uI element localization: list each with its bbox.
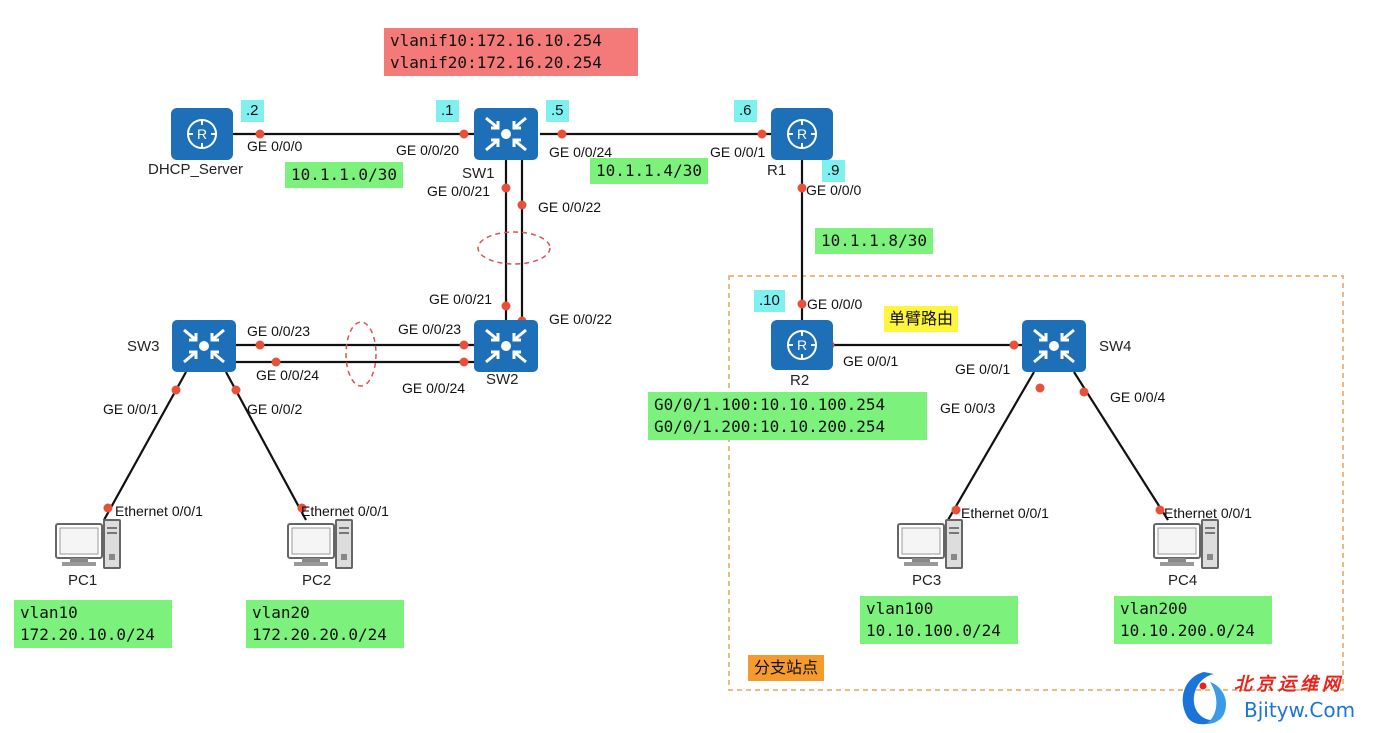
port-label: GE 0/0/3 — [940, 400, 996, 416]
host-octet-tag: .9 — [822, 160, 845, 182]
device-name-sw4: SW4 — [1099, 338, 1132, 355]
port-label: GE 0/0/2 — [247, 401, 303, 417]
router-icon[interactable]: R — [771, 320, 833, 370]
vlan-subnet: 172.20.10.0/24 — [20, 625, 155, 644]
device-name-sw3: SW3 — [127, 338, 160, 355]
port-label: GE 0/0/23 — [247, 323, 311, 339]
router-icon[interactable]: R — [171, 108, 233, 160]
port-label: GE 0/0/24 — [549, 144, 613, 160]
port-label: Ethernet 0/0/1 — [961, 505, 1049, 521]
subif-line: G0/0/1.100:10.10.100.254 — [654, 395, 886, 414]
link-sw4-pc4 — [1073, 371, 1169, 521]
pc-icon[interactable] — [897, 519, 963, 569]
vlan-name: vlan200 — [1120, 599, 1188, 618]
port-label: Ethernet 0/0/1 — [301, 503, 389, 519]
vlan-subnet: 172.20.20.0/24 — [252, 625, 387, 644]
eth-trunk-marker-sw3-sw2 — [345, 321, 377, 387]
host-octet-tag: .2 — [241, 100, 264, 122]
subif-tag: G0/0/1.100:10.10.100.254 G0/0/1.200:10.1… — [648, 392, 927, 440]
device-name-r2: R2 — [790, 372, 810, 389]
port-label: GE 0/0/1 — [710, 144, 766, 160]
subnet-tag: 10.1.1.4/30 — [590, 158, 708, 184]
eth-trunk-marker-sw1-sw2 — [477, 231, 551, 265]
watermark-logo: 北京运维网 Bjityw.Com — [1174, 668, 1374, 728]
one-arm-routing-tag: 单臂路由 — [884, 306, 959, 332]
logo-icon — [1182, 672, 1227, 725]
links — [103, 132, 1169, 521]
port-label: GE 0/0/24 — [256, 367, 320, 383]
watermark-cn: 北京运维网 — [1234, 674, 1344, 695]
pc-icon[interactable] — [287, 519, 353, 569]
vlanif-line: vlanif10:172.16.10.254 — [390, 31, 602, 50]
pc-icon[interactable] — [1153, 519, 1219, 569]
pc-net-tag: vlan100 10.10.100.0/24 — [860, 596, 1018, 644]
host-octet-tag: .5 — [546, 100, 569, 122]
pc-net-tag: vlan10 172.20.10.0/24 — [14, 600, 172, 648]
port-label: GE 0/0/0 — [807, 296, 863, 312]
vlan-subnet: 10.10.200.0/24 — [1120, 621, 1255, 640]
link-sw4-pc3 — [947, 371, 1035, 521]
link-sw3-pc1 — [103, 371, 187, 521]
port-dots — [103, 129, 1165, 515]
port-label: GE 0/0/1 — [103, 401, 159, 417]
pc-net-tag: vlan200 10.10.200.0/24 — [1114, 596, 1272, 644]
subnet-tag: 10.1.1.0/30 — [285, 162, 403, 188]
port-label: GE 0/0/20 — [396, 142, 460, 158]
branch-site-tag: 分支站点 — [748, 655, 825, 681]
pc-net-tag: vlan20 172.20.20.0/24 — [246, 600, 404, 648]
port-label: GE 0/0/1 — [955, 361, 1011, 377]
device-name-pc2: PC2 — [302, 572, 332, 589]
port-label: GE 0/0/23 — [398, 321, 462, 337]
subnet-tag: 10.1.1.8/30 — [815, 228, 933, 254]
port-label: GE 0/0/22 — [538, 199, 602, 215]
router-icon[interactable]: R — [771, 108, 833, 160]
svg-text:R: R — [197, 126, 207, 142]
device-name-pc3: PC3 — [912, 572, 942, 589]
device-name-pc1: PC1 — [68, 572, 98, 589]
vlan-subnet: 10.10.100.0/24 — [866, 621, 1001, 640]
vlanif-line: vlanif20:172.16.20.254 — [390, 53, 602, 72]
port-label: Ethernet 0/0/1 — [115, 503, 203, 519]
switch-icon[interactable] — [472, 106, 540, 162]
device-name-pc4: PC4 — [1168, 572, 1198, 589]
subif-line: G0/0/1.200:10.10.200.254 — [654, 417, 886, 436]
port-label: GE 0/0/21 — [429, 291, 493, 307]
svg-text:R: R — [797, 337, 807, 353]
host-octet-tag: .10 — [754, 290, 785, 312]
link-sw3-pc2 — [225, 371, 307, 521]
port-label: GE 0/0/1 — [843, 353, 899, 369]
host-octet-tag: .1 — [436, 100, 459, 122]
vlanif-tag: vlanif10:172.16.10.254 vlanif20:172.16.2… — [384, 28, 638, 76]
port-label: GE 0/0/24 — [402, 380, 466, 396]
pc-icon[interactable] — [55, 519, 121, 569]
device-name-sw1: SW1 — [462, 165, 495, 182]
port-label: GE 0/0/21 — [427, 183, 491, 199]
branch-site-box — [728, 275, 1344, 691]
device-name-sw2: SW2 — [486, 371, 519, 388]
port-label: Ethernet 0/0/1 — [1164, 505, 1252, 521]
vlan-name: vlan20 — [252, 603, 310, 622]
device-name-r1: R1 — [767, 162, 787, 179]
host-octet-tag: .6 — [734, 100, 757, 122]
switch-icon[interactable] — [170, 318, 238, 374]
svg-text:R: R — [797, 126, 807, 142]
switch-icon[interactable] — [1020, 318, 1088, 374]
port-label: GE 0/0/0 — [247, 138, 303, 154]
vlan-name: vlan100 — [866, 599, 934, 618]
port-label: GE 0/0/4 — [1110, 389, 1166, 405]
port-label: GE 0/0/22 — [549, 311, 613, 327]
switch-icon[interactable] — [472, 318, 540, 374]
port-label: GE 0/0/0 — [806, 182, 862, 198]
vlan-name: vlan10 — [20, 603, 78, 622]
watermark-en: Bjityw.Com — [1244, 698, 1356, 722]
device-name-dhcp-server: DHCP_Server — [148, 161, 244, 178]
